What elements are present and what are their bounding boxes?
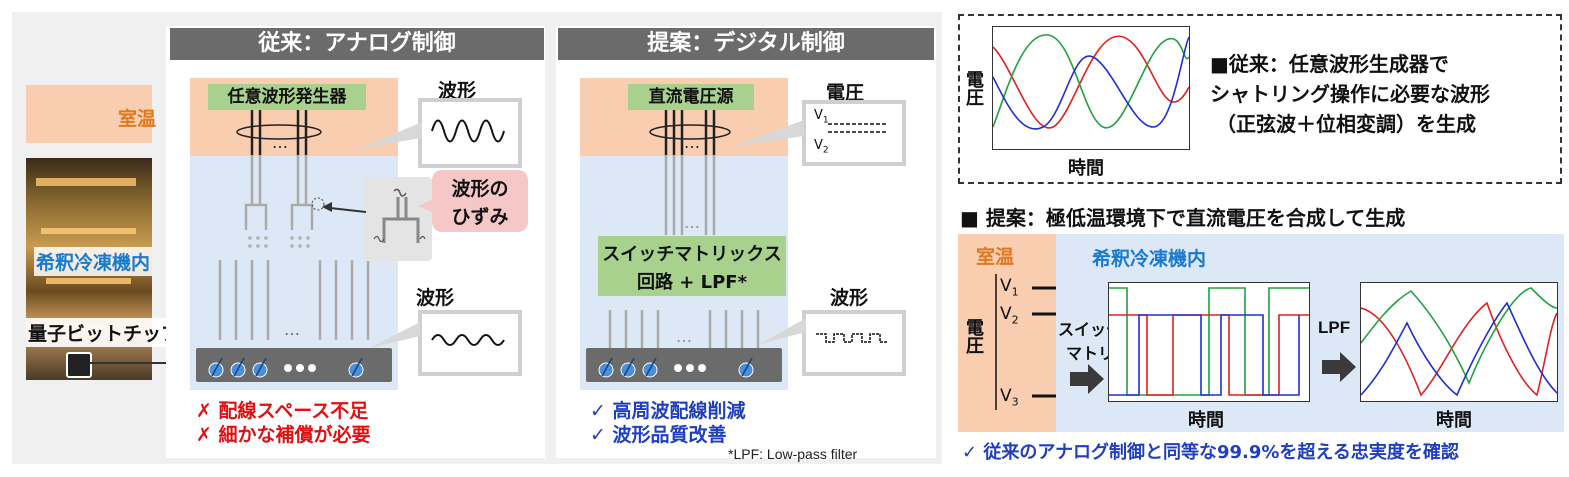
distorted-waveform-icon: [430, 322, 506, 358]
analog-callout-pointer-top: [360, 120, 422, 150]
digital-waveform-label: 波形: [830, 283, 868, 310]
proposal-ylabel: 電圧: [962, 318, 986, 354]
proposal-v2: V2: [1000, 304, 1019, 326]
digital-title: 提案：デジタル制御: [558, 28, 934, 60]
lpf-footnote: *LPF: Low-pass filter: [728, 446, 857, 462]
analog-con-2: ✗ 細かな補償が必要: [196, 420, 371, 447]
filtered-plot: [1361, 283, 1557, 401]
svg-text:…: …: [684, 213, 700, 232]
chip-icon: [66, 352, 92, 378]
dc-levels-icon: [828, 120, 888, 136]
proposal-title: ■ 提案：極低温環境下で直流電圧を合成して生成: [960, 202, 1405, 231]
proposal-xlabel-left: 時間: [1188, 406, 1224, 432]
label-chip: 量子ビットチップ: [26, 318, 182, 347]
voltage-callout-pointer: [734, 118, 804, 148]
conclusion-text: ✓ 従来のアナログ制御と同等な99.9%を超える忠実度を確認: [962, 438, 1459, 464]
distortion-line1: 波形の: [432, 174, 528, 201]
svg-text:…: …: [284, 320, 300, 339]
digital-callout-pointer: [760, 316, 806, 346]
conv-text-line1: ■従来：任意波形生成器で: [1210, 48, 1449, 77]
proposal-room-temp-label: 室温: [976, 242, 1014, 269]
proposal-arrow-2: [1322, 352, 1356, 382]
digital-pro-2: ✓ 波形品質改善: [590, 420, 727, 447]
svg-text:…: …: [684, 133, 700, 152]
lpf-label: LPF: [1318, 318, 1350, 338]
sine-waveform-icon: [430, 110, 506, 152]
svg-text:…: …: [676, 327, 692, 346]
proposal-fridge-label: 希釈冷凍機内: [1092, 244, 1206, 271]
awg-box: 任意波形発生器: [208, 84, 366, 110]
voltage-v1: V1: [814, 108, 829, 126]
conv-sine-plot: [993, 27, 1189, 149]
distortion-arrow: [322, 200, 368, 216]
dc-source-box: 直流電圧源: [628, 84, 754, 110]
conv-text-line3: （正弦波＋位相変調）を生成: [1216, 108, 1476, 137]
digital-pro-1: ✓ 高周波配線削減: [590, 396, 746, 423]
voltage-v2: V2: [814, 138, 829, 156]
analog-con-1: ✗ 配線スペース不足: [196, 396, 368, 423]
analog-title: 従来：アナログ制御: [170, 28, 544, 60]
svg-text:…: …: [272, 133, 288, 152]
stepped-plot: [1109, 283, 1309, 401]
analog-callout-pointer-bottom: [370, 320, 420, 350]
conv-xlabel: 時間: [1068, 154, 1104, 180]
label-fridge: 希釈冷凍機内: [34, 247, 152, 276]
distortion-line2: ひずみ: [432, 202, 528, 229]
proposal-arrow-1: [1070, 364, 1104, 394]
conv-ylabel: 電圧: [962, 70, 986, 106]
conv-text-line2: シャトリング操作に必要な波形: [1210, 78, 1490, 107]
proposal-v3: V3: [1000, 386, 1019, 408]
switch-matrix-line2: 回路 + LPF*: [598, 268, 786, 294]
digital-qubits: [586, 348, 782, 382]
proposal-xlabel-right: 時間: [1436, 406, 1472, 432]
proposal-v1: V1: [1000, 276, 1019, 298]
stepped-waveform-icon: [814, 326, 890, 352]
distortion-zoom-wiring: [370, 183, 430, 259]
switch-matrix-line1: スイッチマトリックス: [598, 240, 786, 266]
analog-qubits: [196, 348, 392, 382]
analog-waveform-label-bottom: 波形: [416, 283, 454, 310]
